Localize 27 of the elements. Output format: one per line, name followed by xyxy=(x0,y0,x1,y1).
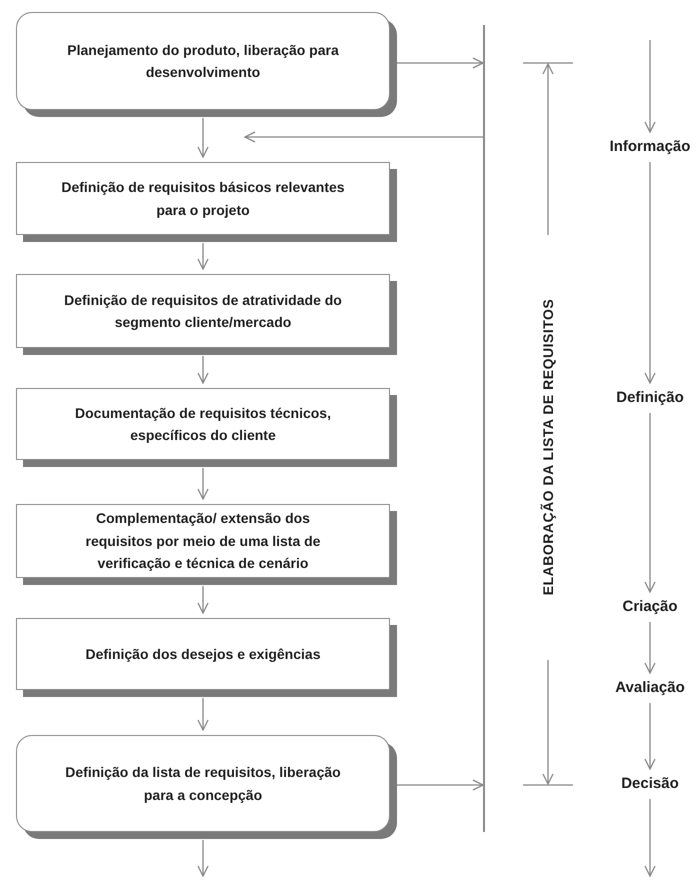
phase-label: Decisão xyxy=(600,774,700,794)
arrow xyxy=(197,840,209,877)
box-text: Documentação de requisitos técnicos, específicos do cliente xyxy=(74,404,332,445)
arrow xyxy=(197,698,209,731)
arrow xyxy=(644,622,656,674)
vertical-label: ELABORAÇÃO DA LISTA DE REQUISITOS xyxy=(540,298,556,596)
arrow xyxy=(197,356,209,384)
arrow xyxy=(244,131,483,143)
arrow xyxy=(197,468,209,500)
box-text: Definição de requisitos de atratividade do segmento cliente/mercado xyxy=(63,290,343,332)
arrow xyxy=(197,243,209,270)
box-text: Definição dos desejos e exigências xyxy=(86,644,320,664)
phase-label: Avaliação xyxy=(600,678,700,698)
arrow xyxy=(197,118,209,158)
arrow xyxy=(644,703,656,770)
box-text: Planejamento do produto, liberação para desenvolvimento xyxy=(66,40,340,82)
arrow xyxy=(644,162,656,384)
arrow xyxy=(644,413,656,593)
box-text: Definição de requisitos básicos relevantes para o projeto xyxy=(61,178,345,220)
arrow xyxy=(644,799,656,877)
arrow xyxy=(197,586,209,614)
arrow xyxy=(644,40,656,133)
phase-label: Criação xyxy=(600,597,700,617)
phase-label: Definição xyxy=(600,388,700,408)
box-text: Complementação/ extensão dos requisitos por meio de uma lista de verificação e técnica de cenário xyxy=(84,509,322,574)
box-text: Definição da lista de requisitos, liberação para a concepção xyxy=(64,763,342,805)
phase-label: Informação xyxy=(600,137,700,157)
